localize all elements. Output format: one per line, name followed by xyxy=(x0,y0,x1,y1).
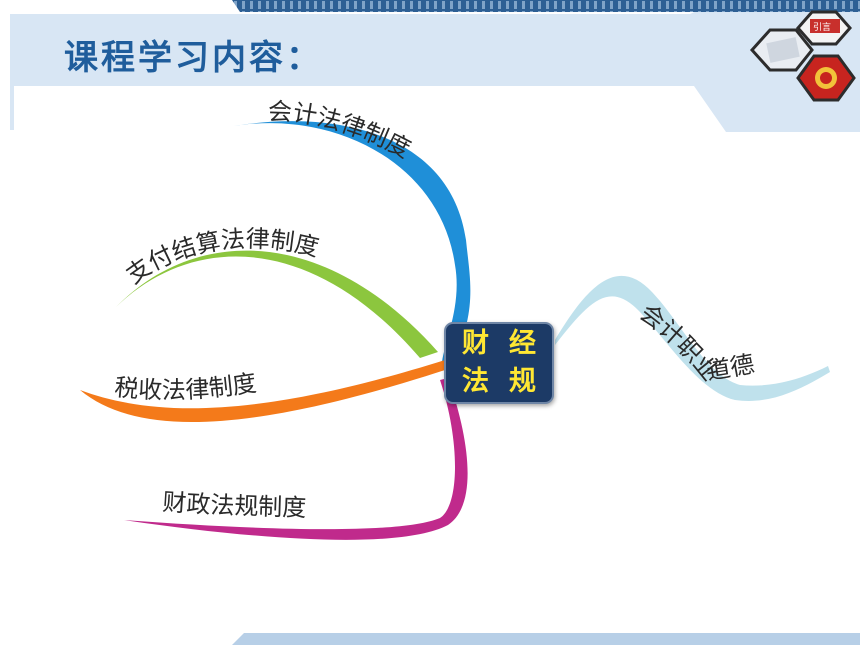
central-topic-char: 规 xyxy=(509,366,536,397)
branch-ribbon-caizheng xyxy=(124,378,468,540)
central-topic-node: 财 经 法 规 xyxy=(444,322,554,404)
page-title: 课程学习内容： xyxy=(64,38,323,78)
hexagon-logo: 引言 xyxy=(749,10,856,102)
branch-label-kuaiji: 会计法律制度 xyxy=(268,98,416,164)
branch-label-caizheng: 财政法规制度 xyxy=(162,488,307,522)
central-topic-char: 法 xyxy=(462,366,489,397)
logo-badge-text: 引言 xyxy=(813,21,831,33)
branch-label-zhiye: 会计职业道德 xyxy=(634,299,756,387)
header-banner xyxy=(10,0,860,132)
branch-ribbon-shuishou xyxy=(80,360,445,423)
branch-label-shuishou: 税收法律制度 xyxy=(113,369,258,405)
central-topic-char: 财 xyxy=(462,328,489,359)
branch-ribbon-zhifu xyxy=(116,250,438,358)
central-topic-char: 经 xyxy=(509,328,536,359)
footer-band xyxy=(232,633,860,645)
